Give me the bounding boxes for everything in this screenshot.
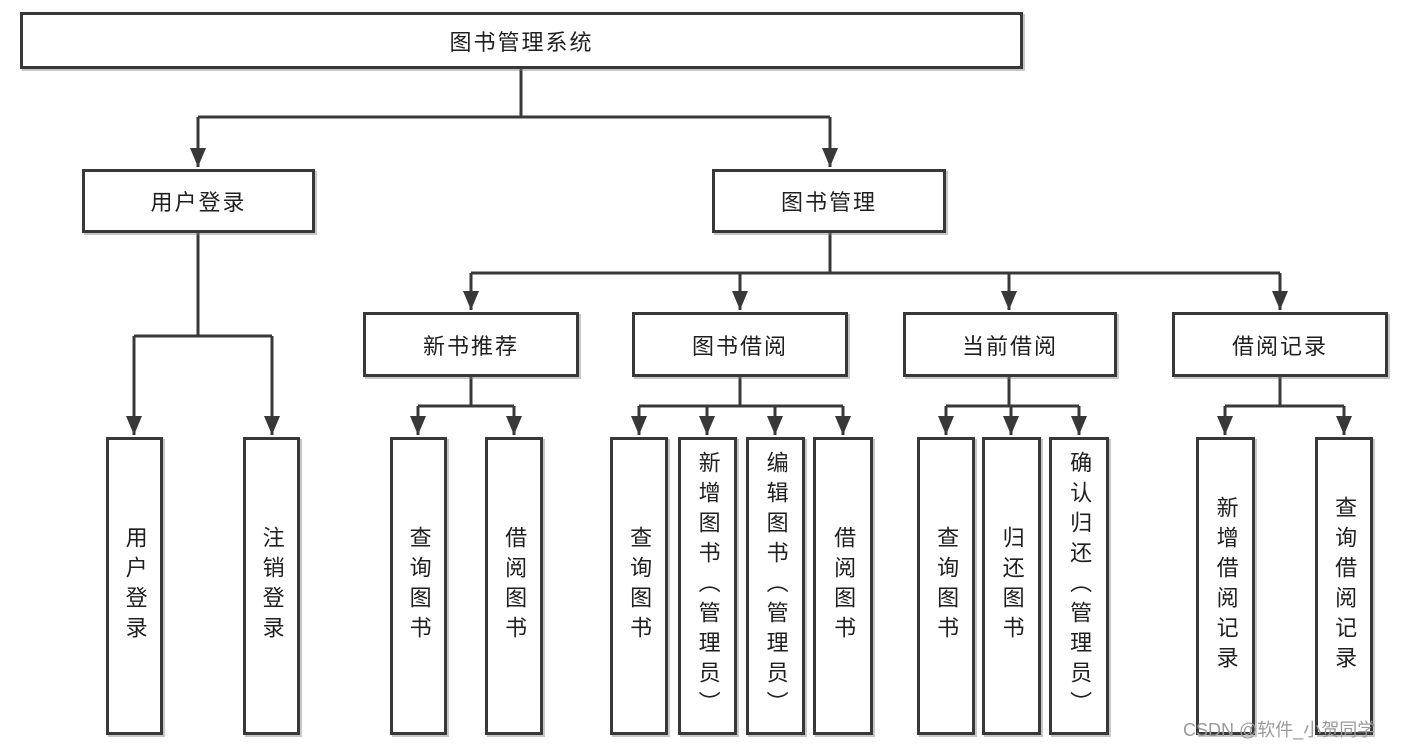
node-label: 借阅图书 xyxy=(831,526,857,646)
node-label: 确认归还（管理员） xyxy=(1067,451,1093,721)
leaf-query-books-current: 查询图书 xyxy=(917,437,975,735)
node-label: 查询借阅记录 xyxy=(1332,496,1358,676)
leaf-confirm-return-admin: 确认归还（管理员） xyxy=(1049,437,1109,735)
node-label: 查询图书 xyxy=(934,526,960,646)
leaf-user-login: 用户登录 xyxy=(106,437,163,735)
node-label: 注销登录 xyxy=(259,526,285,646)
node-borrowing-records: 借阅记录 xyxy=(1172,312,1388,377)
leaf-logout: 注销登录 xyxy=(243,437,300,735)
node-label: 查询图书 xyxy=(406,526,432,646)
leaf-edit-books-admin: 编辑图书（管理员） xyxy=(746,437,805,735)
node-label: 归还图书 xyxy=(999,526,1025,646)
node-new-book-recommendation: 新书推荐 xyxy=(363,312,579,377)
csdn-watermark: CSDN @软件_小贺同学 xyxy=(1183,720,1376,740)
node-label: 借阅图书 xyxy=(502,526,528,646)
leaf-borrow-books-recommend: 借阅图书 xyxy=(485,437,543,735)
leaf-query-borrow-record: 查询借阅记录 xyxy=(1315,437,1373,735)
leaf-add-books-admin: 新增图书（管理员） xyxy=(678,437,737,735)
leaf-return-books: 归还图书 xyxy=(982,437,1041,735)
leaf-query-books-borrowing: 查询图书 xyxy=(610,437,668,735)
node-current-borrowing: 当前借阅 xyxy=(903,312,1117,377)
node-user-login: 用户登录 xyxy=(82,169,315,233)
node-label: 新增图书（管理员） xyxy=(695,451,721,721)
leaf-borrow-books-borrowing: 借阅图书 xyxy=(813,437,873,735)
node-book-borrowing: 图书借阅 xyxy=(632,312,848,377)
node-label: 新增借阅记录 xyxy=(1213,496,1239,676)
leaf-query-books-recommend: 查询图书 xyxy=(390,437,447,735)
node-label: 用户登录 xyxy=(122,526,148,646)
leaf-add-borrow-record: 新增借阅记录 xyxy=(1196,437,1255,735)
node-label: 查询图书 xyxy=(627,526,653,646)
node-book-management: 图书管理 xyxy=(712,169,946,233)
node-library-management-system: 图书管理系统 xyxy=(20,12,1023,69)
node-label: 编辑图书（管理员） xyxy=(763,451,789,721)
